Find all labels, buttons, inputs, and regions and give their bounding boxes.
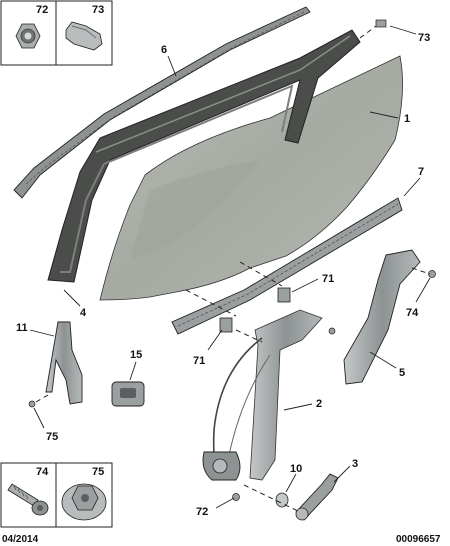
hardware-number-75: 75 (92, 466, 104, 478)
callout-73: 73 (418, 32, 430, 44)
door-frame-seal (47, 29, 361, 283)
switch-rocker (120, 388, 136, 398)
callout-71-lower: 71 (193, 355, 205, 367)
leader-6 (167, 55, 177, 77)
waist-strip-detail (25, 11, 305, 185)
reference-number: 00096657 (396, 534, 441, 545)
front-guide-bracket (45, 321, 83, 405)
callout-72: 72 (196, 506, 208, 518)
hardware-number-72: 72 (36, 4, 48, 16)
seal-inner-channel (60, 84, 294, 273)
callout-6: 6 (161, 44, 167, 56)
assembly-line-screw-73 (359, 25, 377, 39)
assembly-line-glass-strip (185, 289, 237, 317)
callout-71-upper: 71 (322, 273, 334, 285)
rear-guide-bracket (343, 249, 421, 385)
regulator-cable-2 (227, 354, 271, 461)
nut-72-fastener (232, 493, 240, 501)
callout-7: 7 (418, 166, 424, 178)
leader-2 (283, 403, 313, 411)
glass-shading (130, 160, 260, 260)
leader-73 (389, 25, 417, 35)
callout-2: 2 (316, 398, 322, 410)
leader-15 (129, 361, 137, 381)
callout-75: 75 (46, 431, 58, 443)
assembly-line-clip-upper (239, 261, 283, 287)
clip-icon (65, 21, 103, 51)
flange-nut-icon (61, 483, 107, 521)
clip-71-lower (219, 317, 233, 333)
leader-1 (369, 111, 399, 119)
inner-waist-strip (171, 197, 403, 335)
assembly-line-screw-74 (411, 267, 431, 275)
screw-regulator-fastener (328, 327, 336, 335)
date-label: 04/2014 (2, 534, 39, 545)
leader-4 (63, 289, 81, 307)
leader-10 (285, 473, 297, 493)
seal-highlight (95, 35, 351, 153)
leader-7 (403, 177, 421, 197)
assembly-line-clip-lower (235, 329, 263, 343)
washer-75-fastener (28, 400, 36, 408)
handle-knob (295, 507, 309, 521)
leader-11 (29, 329, 55, 337)
hardware-number-73: 73 (92, 4, 104, 16)
bolt-icon (7, 483, 49, 516)
callout-4: 4 (80, 307, 87, 319)
spacer-ring (275, 492, 289, 508)
leader-74 (415, 277, 431, 303)
window-regulator (249, 309, 323, 481)
leader-72 (215, 497, 235, 509)
hardware-number-74: 74 (36, 466, 49, 478)
clip-71-upper (277, 287, 291, 303)
leader-75 (33, 407, 45, 429)
inner-strip-detail (177, 203, 399, 327)
callout-1: 1 (404, 113, 410, 125)
callout-15: 15 (130, 349, 142, 361)
leader-71-upper (291, 278, 319, 293)
screw-74-fastener (428, 270, 436, 278)
outer-waist-strip (13, 6, 311, 199)
leader-5 (369, 351, 397, 369)
assembly-line-handle (243, 484, 301, 513)
assembly-line-bracket-11 (35, 394, 49, 403)
callout-11: 11 (16, 322, 28, 334)
callout-5: 5 (399, 367, 405, 379)
callout-10: 10 (290, 463, 302, 475)
regulator-drum (212, 458, 228, 474)
nut-icon (15, 23, 41, 49)
callout-74: 74 (406, 307, 419, 319)
callout-3: 3 (352, 458, 358, 470)
leader-3 (333, 465, 351, 483)
leader-71-lower (207, 329, 223, 351)
screw-73-fastener (375, 19, 387, 28)
